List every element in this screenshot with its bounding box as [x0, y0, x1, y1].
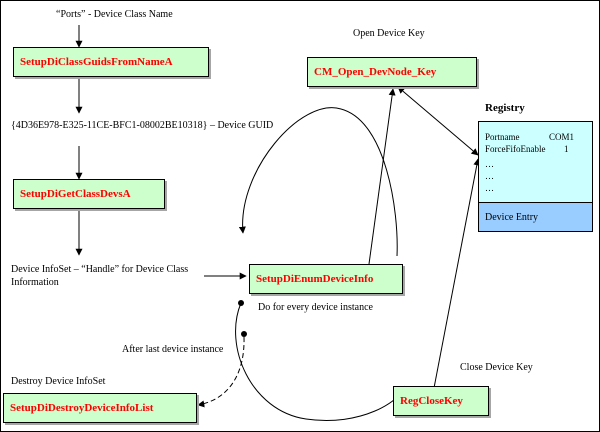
destroy-infoset-label: Destroy Device InfoSet [11, 376, 106, 387]
loop-exit-dot [241, 331, 247, 337]
registry-field-name: … [485, 159, 494, 169]
open-device-key-label: Open Device Key [353, 28, 425, 39]
close-device-key-label: Close Device Key [460, 362, 533, 373]
setupdienumdeviceinfo-box: SetupDiEnumDeviceInfo [249, 264, 403, 294]
ports-label: “Ports” - Device Class Name [56, 9, 173, 20]
loop-arrow-upper [238, 107, 398, 257]
registry-title: Registry [485, 102, 525, 114]
cm-open-devnode-key-box: CM_Open_DevNode_Key [307, 57, 477, 87]
registry-field-value: 1 [564, 144, 569, 154]
arrow-regclosekey-to-registry [433, 158, 481, 389]
setupdigetclassdevsa-box: SetupDiGetClassDevsA [13, 179, 165, 209]
loop-start-dot [238, 300, 244, 306]
regclosekey-box: RegCloseKey [393, 386, 489, 416]
registry-field-name: Portname [485, 132, 520, 142]
registry-field-name: ForceFifoEnable [485, 144, 546, 154]
after-last-instance-label: After last device instance [122, 344, 224, 355]
guid-label: {4D36E978-E325-11CE-BFC1-08002BE10318} –… [11, 120, 274, 131]
setupdidestroydeviceinfolist-box: SetupDiDestroyDeviceInfoList [3, 393, 197, 423]
arrow-opendevnode-to-registry [397, 86, 479, 156]
loop-arrow-lower [235, 302, 406, 421]
registry-field-value: COM1 [549, 132, 575, 142]
arrow-enuminfo-to-opendevnode [368, 88, 396, 265]
device-entry: Device Entry [479, 202, 592, 231]
arrow-loop-exit-to-destroy [197, 336, 245, 408]
registry-field-name: … [485, 183, 494, 193]
infoset-label: Device InfoSet – “Handle” for Device Cla… [11, 264, 189, 288]
setupdiclassguidsfromnamea-box: SetupDiClassGuidsFromNameA [13, 47, 209, 77]
every-instance-label: Do for every device instance [258, 302, 373, 313]
registry-field-name: … [485, 171, 494, 181]
